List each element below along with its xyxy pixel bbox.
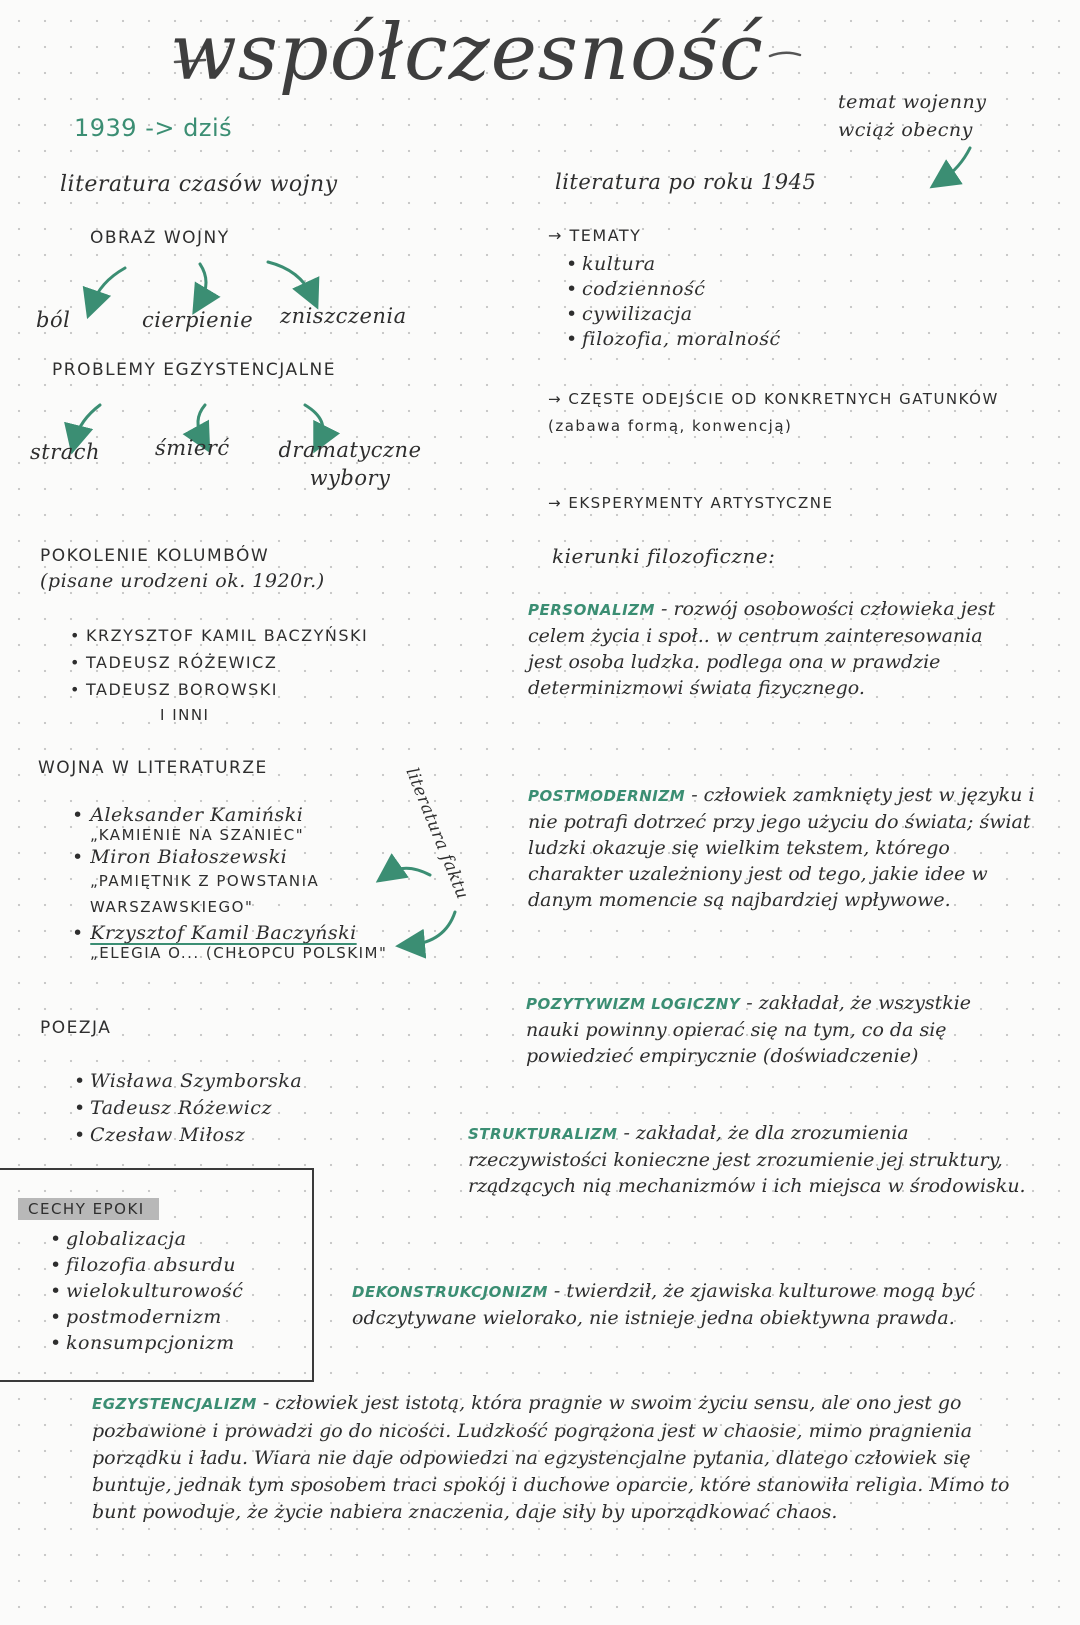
personalizm-term: PERSONALIZM xyxy=(528,601,655,619)
cechy-item-wielokulturowosc: wielokulturowość xyxy=(50,1278,243,1304)
problemy-item-dramatyczne: dramatyczne wybory xyxy=(278,438,422,490)
poezja-item-rozewicz: Tadeusz Różewicz xyxy=(74,1095,302,1122)
poezja-item-milosz: Czesław Miłosz xyxy=(74,1122,302,1149)
poezja-heading: POEZJA xyxy=(40,1018,112,1038)
eksperymenty-note-text: EKSPERYMENTY ARTYSTYCZNE xyxy=(568,494,834,512)
tematy-item-kultura: kultura xyxy=(566,252,781,277)
cechy-item-postmodernizm: postmodernizm xyxy=(50,1304,243,1330)
strukturalizm-block: STRUKTURALIZM - zakładał, że dla zrozumi… xyxy=(468,1120,1038,1199)
eksperymenty-note: → EKSPERYMENTY ARTYSTYCZNE xyxy=(548,494,834,512)
tematy-item-codziennosc: codzienność xyxy=(566,277,781,302)
problemy-item-smierc: śmierć xyxy=(155,436,230,460)
arrow-top-note xyxy=(929,146,972,189)
pozytywizm-desc: - zakładał, że wszystkie nauki powinny o… xyxy=(526,992,972,1067)
pokolenie-item-baczynski: KRZYSZTOF KAMIL BACZYŃSKI xyxy=(70,622,368,649)
obraz-item-bol: ból xyxy=(36,308,71,332)
obraz-item-zniszczenia: zniszczenia xyxy=(280,304,407,328)
wojna-author-bialoszewski-text: Miron Białoszewski xyxy=(90,846,288,868)
poezja-list: Wisława Szymborska Tadeusz Różewicz Czes… xyxy=(74,1068,302,1149)
arrow-zniszczenia xyxy=(266,260,320,310)
lit-po-heading: literatura po roku 1945 xyxy=(555,170,817,194)
title-swash-right xyxy=(768,51,802,58)
arrow-strach xyxy=(64,403,102,455)
pozytywizm-term: POZYTYWIZM LOGICZNY xyxy=(526,995,741,1013)
pokolenie-subheading: (pisane urodzeni ok. 1920r.) xyxy=(40,570,325,592)
wojna-list: • Aleksander Kamiński „KAMIENIE NA SZANI… xyxy=(72,804,452,962)
problemy-heading: PROBLEMY EGZYSTENCJALNE xyxy=(52,360,336,380)
obraz-item-cierpienie: cierpienie xyxy=(142,308,254,332)
top-note: temat wojenny wciąż obecny xyxy=(838,88,986,144)
years-range: 1939 -> dziś xyxy=(74,114,233,142)
obraz-wojny-heading: OBRAZ WOJNY xyxy=(90,228,230,248)
cechy-box xyxy=(0,1168,314,1382)
tematy-heading: → TEMATY xyxy=(548,226,642,245)
egzystencjalizm-block: EGZYSTENCJALIZM - człowiek jest istotą, … xyxy=(92,1390,1042,1526)
postmodernizm-term: POSTMODERNIZM xyxy=(528,787,686,805)
cechy-heading: CECHY EPOKI xyxy=(18,1198,159,1220)
arrow-dramatyczne xyxy=(303,403,341,454)
czeste-note: → CZĘSTE ODEJŚCIE OD KONKRETNYCH GATUNKÓ… xyxy=(548,390,999,435)
cechy-item-filozofia-absurdu: filozofia absurdu xyxy=(50,1252,243,1278)
personalizm-desc: - rozwój osobowości człowieka jest celem… xyxy=(528,598,996,699)
postmodernizm-block: POSTMODERNIZM - człowiek zamknięty jest … xyxy=(528,782,1036,913)
dekonstrukcjonizm-desc: - twierdził, że zjawiska kulturowe mogą … xyxy=(352,1280,975,1329)
tematy-item-cywilizacja: cywilizacja xyxy=(566,302,781,327)
wojna-author-bialoszewski: • Miron Białoszewski xyxy=(72,846,288,868)
tematy-item-filozofia: filozofia, moralność xyxy=(566,327,781,352)
wojna-author-baczynski-text: Krzysztof Kamil Baczyński xyxy=(90,922,357,944)
cechy-list: globalizacja filozofia absurdu wielokult… xyxy=(50,1226,243,1356)
cechy-item-konsumpcjonizm: konsumpcjonizm xyxy=(50,1330,243,1356)
czeste-note-text: CZĘSTE ODEJŚCIE OD KONKRETNYCH GATUNKÓW … xyxy=(548,390,999,435)
pokolenie-inni: I INNI xyxy=(160,706,210,724)
top-note-line-1: temat wojenny xyxy=(838,91,987,113)
wojna-work-pamietnik: „PAMIĘTNIK Z POWSTANIA WARSZAWSKIEGO" xyxy=(90,872,320,916)
problemy-item-strach: strach xyxy=(30,440,101,464)
wojna-heading: WOJNA W LITERATURZE xyxy=(38,758,268,778)
tematy-list: kultura codzienność cywilizacja filozofi… xyxy=(566,252,781,352)
pokolenie-list: KRZYSZTOF KAMIL BACZYŃSKI TADEUSZ RÓŻEWI… xyxy=(70,622,368,703)
postmodernizm-desc: - człowiek zamknięty jest w języku i nie… xyxy=(528,784,1035,911)
arrow-cierpienie xyxy=(192,262,221,315)
kierunki-heading: kierunki filozoficzne: xyxy=(552,544,776,568)
pozytywizm-block: POZYTYWIZM LOGICZNY - zakładał, że wszys… xyxy=(526,990,1016,1069)
wojna-work-elegia: „ELEGIA O... (CHŁOPCU POLSKIM" xyxy=(90,944,388,962)
wojna-author-kaminski-text: Aleksander Kamiński xyxy=(90,804,304,826)
dekonstrukcjonizm-block: DEKONSTRUKCJONIZM - twierdził, że zjawis… xyxy=(352,1278,1042,1331)
wojna-author-kaminski: • Aleksander Kamiński xyxy=(72,804,304,826)
pokolenie-heading: POKOLENIE KOLUMBÓW xyxy=(40,546,270,566)
lit-wojny-heading: literatura czasów wojny xyxy=(60,172,338,197)
pokolenie-item-rozewicz: TADEUSZ RÓŻEWICZ xyxy=(70,649,368,676)
egzystencjalizm-desc: - człowiek jest istotą, która pragnie w … xyxy=(92,1392,1010,1523)
top-note-line-2: wciąż obecny xyxy=(838,119,973,141)
strukturalizm-desc: - zakładał, że dla zrozumienia rzeczywis… xyxy=(468,1122,1026,1197)
egzystencjalizm-term: EGZYSTENCJALIZM xyxy=(92,1395,257,1413)
personalizm-block: PERSONALIZM - rozwój osobowości człowiek… xyxy=(528,596,1018,701)
tematy-heading-text: TEMATY xyxy=(569,226,642,245)
strukturalizm-term: STRUKTURALIZM xyxy=(468,1125,618,1143)
poezja-item-szymborska: Wisława Szymborska xyxy=(74,1068,302,1095)
cechy-item-globalizacja: globalizacja xyxy=(50,1226,243,1252)
wojna-author-baczynski: • Krzysztof Kamil Baczyński xyxy=(72,922,357,944)
wojna-work-kamienie: „KAMIENIE NA SZANIEC" xyxy=(90,826,305,844)
page-title: współczesność xyxy=(170,8,764,98)
arrow-smierc xyxy=(182,403,211,454)
pokolenie-item-borowski: TADEUSZ BOROWSKI xyxy=(70,676,368,703)
dekonstrukcjonizm-term: DEKONSTRUKCJONIZM xyxy=(352,1283,548,1301)
arrow-bol xyxy=(82,266,127,320)
